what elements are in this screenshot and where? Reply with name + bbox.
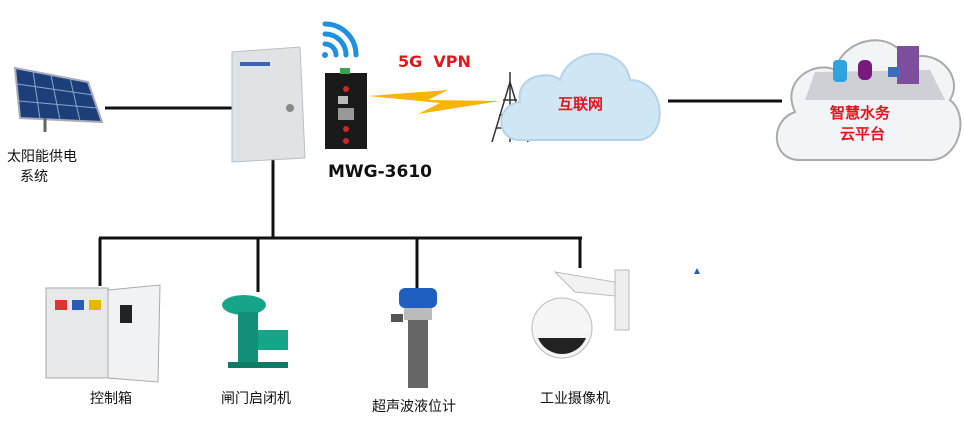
solar-label-line2: 系统 xyxy=(20,169,48,185)
link-label: 5G VPN xyxy=(398,52,471,71)
internet-cloud-icon xyxy=(500,52,661,141)
router-mwg3610-icon xyxy=(325,68,367,149)
server-cluster-icon xyxy=(805,46,945,100)
cloud-platform-line2: 云平台 xyxy=(840,125,886,143)
cloud-platform-line1: 智慧水务 xyxy=(830,104,891,122)
wireless-link-bolt-icon xyxy=(368,90,500,114)
device-label-level-sensor: 超声波液位计 xyxy=(372,399,456,415)
ultrasonic-level-sensor-icon xyxy=(391,288,437,388)
device-label-camera: 工业摄像机 xyxy=(540,391,610,407)
control-box-icon xyxy=(45,284,161,383)
wifi-icon xyxy=(322,21,359,58)
marker-icon xyxy=(694,268,700,274)
solar-label-line1: 太阳能供电 xyxy=(7,149,77,165)
connection-lines xyxy=(98,99,782,292)
solar-panel-icon xyxy=(13,66,104,132)
gate-hoist-icon xyxy=(222,295,288,368)
gateway-enclosure-icon xyxy=(231,46,306,163)
device-label-control-box: 控制箱 xyxy=(90,391,132,407)
gateway-model-label: MWG-3610 xyxy=(328,162,432,182)
industrial-camera-icon xyxy=(531,269,630,359)
internet-label: 互联网 xyxy=(558,95,604,113)
device-label-gate-hoist: 闸门启闭机 xyxy=(221,391,291,407)
